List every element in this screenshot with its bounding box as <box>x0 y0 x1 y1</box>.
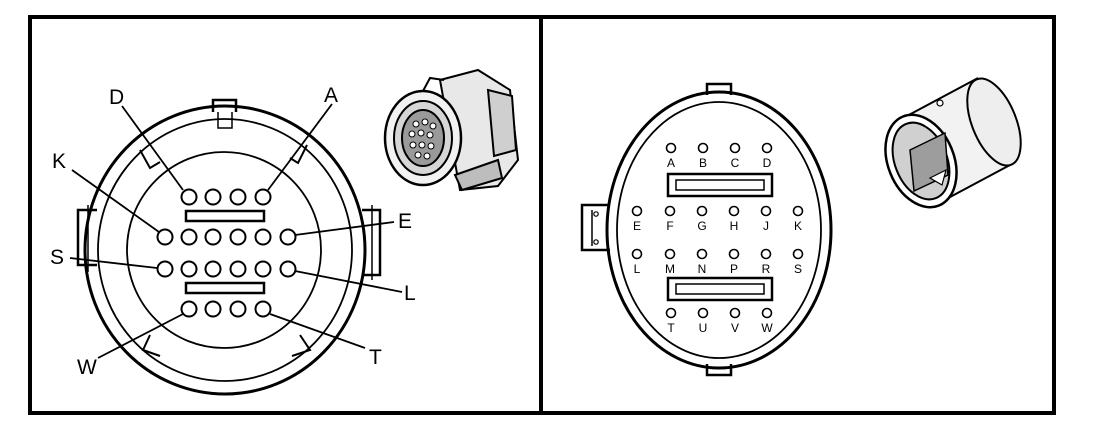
pin-label: W <box>761 321 773 335</box>
connector-cavities <box>156 188 297 318</box>
cavity <box>254 188 272 206</box>
cavity <box>279 228 297 246</box>
pin-label: C <box>731 156 740 170</box>
pin-label: R <box>762 262 771 276</box>
right-panel: A B C D E F G H J K L M N P R S T U V W <box>539 15 1056 415</box>
cavity <box>254 228 272 246</box>
callout-label: L <box>404 282 416 305</box>
harness-connector-face <box>76 98 382 396</box>
callout-label: D <box>109 86 124 109</box>
cavity <box>254 300 272 318</box>
right-panel-frame <box>539 15 1056 415</box>
connector-perspective-illustration <box>383 68 520 192</box>
callout-label: A <box>324 84 338 107</box>
pin-label: N <box>698 262 707 276</box>
callout-label: S <box>50 246 64 269</box>
pin-label: E <box>633 219 641 233</box>
callout-label: E <box>398 210 412 233</box>
cavity <box>156 228 174 246</box>
cavity <box>229 300 247 318</box>
pin-label: L <box>634 262 641 276</box>
pin-label: U <box>699 321 708 335</box>
pin-label: M <box>665 262 675 276</box>
pin-label: T <box>667 321 675 335</box>
pin-label: K <box>794 219 802 233</box>
callout-label: W <box>77 356 97 379</box>
cavity <box>204 300 222 318</box>
pin-label: J <box>763 219 769 233</box>
inline-connector-face <box>580 82 833 377</box>
pin-label: B <box>699 156 707 170</box>
cavity <box>204 228 222 246</box>
pin-callouts: D A K E S L W T <box>50 84 416 379</box>
callout-leader-lines <box>69 103 403 359</box>
connector-sleeve-illustration <box>884 77 1022 209</box>
callout-label: K <box>52 150 66 173</box>
inline-connector-cavities: A B C D E F G H J K L M N P R S T U V W <box>631 142 804 335</box>
pin-label: F <box>666 219 673 233</box>
cavity <box>279 260 297 278</box>
cavity <box>229 260 247 278</box>
pin-label: A <box>667 156 675 170</box>
cavity <box>254 260 272 278</box>
pin-label: H <box>730 219 739 233</box>
pin-label: P <box>730 262 738 276</box>
cavity <box>180 260 198 278</box>
pin-label: S <box>794 262 802 276</box>
pin-label: G <box>697 219 706 233</box>
pin-label: V <box>731 321 739 335</box>
callout-label: T <box>369 346 382 369</box>
cavity <box>229 228 247 246</box>
left-panel: D A K E S L W T <box>28 15 543 415</box>
cavity <box>204 260 222 278</box>
pin-label: D <box>763 156 772 170</box>
cavity <box>180 188 198 206</box>
cavity <box>204 188 222 206</box>
cavity <box>229 188 247 206</box>
cavity <box>156 260 174 278</box>
cavity <box>180 228 198 246</box>
cavity <box>180 300 198 318</box>
